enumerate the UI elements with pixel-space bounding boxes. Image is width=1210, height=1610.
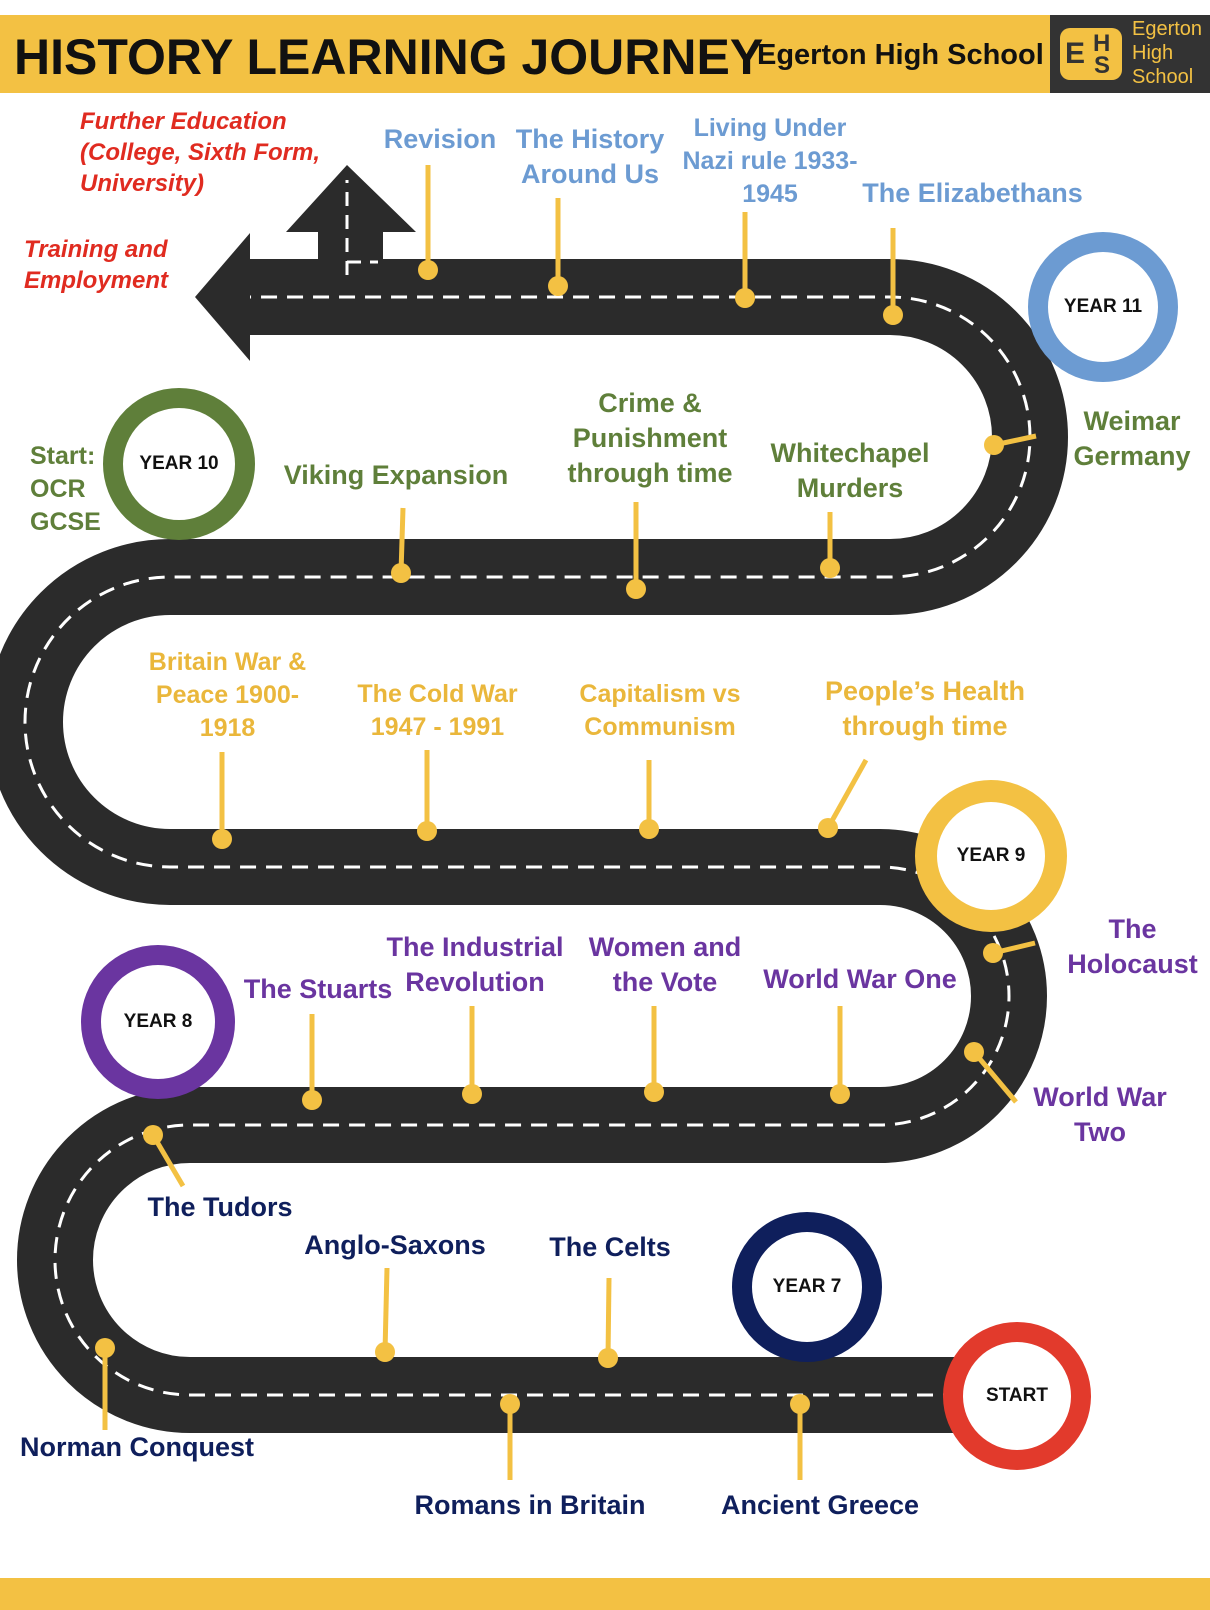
exit-further-education: Further Education (College, Sixth Form, … xyxy=(80,108,321,197)
marker-dot xyxy=(644,1082,664,1102)
ring-year-7: YEAR 7 xyxy=(732,1212,882,1362)
topic-anglo-saxons: Anglo-Saxons xyxy=(304,1230,486,1260)
marker-dot xyxy=(302,1090,322,1110)
marker-dot xyxy=(639,819,659,839)
marker-dot xyxy=(883,305,903,325)
topic-the-stuarts: The Stuarts xyxy=(243,974,393,1004)
marker-line xyxy=(825,758,869,830)
marker-line xyxy=(972,1050,1018,1104)
ring-label: YEAR 8 xyxy=(123,1011,193,1032)
marker-dot xyxy=(500,1394,520,1414)
marker-dot xyxy=(984,435,1004,455)
header-bar: HISTORY LEARNING JOURNEY Egerton High Sc… xyxy=(0,15,1210,93)
topic-crime-and-punishment: Crime & Punishment through time xyxy=(567,388,733,488)
topic-living-under-nazi-rule: Living Under Nazi rule 1933-1945 xyxy=(682,114,858,208)
exit-up-dashes xyxy=(345,180,378,275)
topic-weimar-germany: Weimar Germany xyxy=(1073,406,1191,471)
topic-history-around-us: The History Around Us xyxy=(515,124,665,189)
topic-whitechapel-murders: Whitechapel Murders xyxy=(770,438,930,503)
marker-dot xyxy=(375,1342,395,1362)
marker-line xyxy=(382,1267,390,1353)
logo-letter-e: E xyxy=(1065,37,1086,70)
topic-the-tudors: The Tudors xyxy=(147,1192,293,1222)
marker-dot xyxy=(548,276,568,296)
ring-label: YEAR 9 xyxy=(956,845,1026,866)
marker-dot xyxy=(790,1394,810,1414)
marker-dot xyxy=(983,943,1003,963)
ring-label: YEAR 10 xyxy=(139,453,219,474)
logo-text: Egerton High School xyxy=(1132,17,1202,89)
topic-industrial-revolution: The Industrial Revolution xyxy=(386,932,564,997)
marker-dot xyxy=(418,260,438,280)
marker-dot xyxy=(462,1084,482,1104)
topic-the-celts: The Celts xyxy=(549,1232,671,1262)
topic-romans-in-britain: Romans in Britain xyxy=(414,1490,646,1520)
ring-year-8: YEAR 8 xyxy=(81,945,235,1099)
logo-text-line: Egerton xyxy=(1132,18,1203,40)
exit-up-arrow xyxy=(286,165,416,275)
marker-dot xyxy=(626,579,646,599)
school-logo: E H S Egerton High School xyxy=(1050,15,1210,93)
logo-text-line: High xyxy=(1132,42,1174,64)
logo-mark: E H S xyxy=(1060,28,1122,80)
topic-the-holocaust: The Holocaust xyxy=(1067,914,1198,979)
logo-letter-h: H xyxy=(1093,30,1111,57)
topic-world-war-one: World War One xyxy=(763,964,957,994)
logo-text-line: School xyxy=(1132,66,1194,88)
exit-left-arrow xyxy=(195,233,250,361)
topic-ancient-greece: Ancient Greece xyxy=(720,1490,920,1520)
topic-the-elizabethans: The Elizabethans xyxy=(862,178,1083,208)
marker-dot xyxy=(964,1042,984,1062)
logo-letter-s: S xyxy=(1094,52,1111,79)
topic-the-cold-war: The Cold War 1947 - 1991 xyxy=(357,680,518,741)
topic-women-and-the-vote: Women and the Vote xyxy=(588,932,742,997)
ring-label: YEAR 7 xyxy=(772,1276,842,1297)
topic-viking-expansion: Viking Expansion xyxy=(283,460,509,490)
ring-year-10: YEAR 10 xyxy=(103,388,255,540)
topic-start-ocr-gcse: Start: OCR GCSE xyxy=(30,442,101,536)
ring-label: START xyxy=(986,1385,1048,1406)
marker-dot xyxy=(820,558,840,578)
topic-norman-conquest: Norman Conquest xyxy=(19,1432,254,1462)
exit-training-and-employment: Training and Employment xyxy=(24,236,169,294)
marker-dot xyxy=(212,829,232,849)
school-name: Egerton High School xyxy=(757,39,1044,71)
marker-dot xyxy=(143,1125,163,1145)
road-centre-line xyxy=(23,295,1032,1397)
marker-dot xyxy=(95,1338,115,1358)
marker-dot xyxy=(735,288,755,308)
ring-label: YEAR 11 xyxy=(1063,296,1143,317)
marker-dot xyxy=(391,563,411,583)
topic-revision: Revision xyxy=(383,124,497,154)
topic-markers xyxy=(95,165,1037,1480)
page-title: HISTORY LEARNING JOURNEY xyxy=(14,29,764,85)
ring-year-11: YEAR 11 xyxy=(1028,232,1178,382)
marker-dot xyxy=(818,818,838,838)
marker-dot xyxy=(598,1348,618,1368)
footer-bar xyxy=(0,1578,1210,1610)
marker-dot xyxy=(417,821,437,841)
ring-start: START xyxy=(943,1322,1091,1470)
topic-capitalism-vs-communism: Capitalism vs Communism xyxy=(579,680,741,741)
marker-line xyxy=(605,1277,612,1359)
marker-dot xyxy=(830,1084,850,1104)
topic-britain-war-and-peace: Britain War & Peace 1900-1918 xyxy=(148,648,307,742)
ring-year-9: YEAR 9 xyxy=(915,780,1067,932)
topic-peoples-health: People’s Health through time xyxy=(824,676,1026,741)
topic-world-war-two: World War Two xyxy=(1033,1082,1167,1147)
marker-line xyxy=(398,507,406,574)
